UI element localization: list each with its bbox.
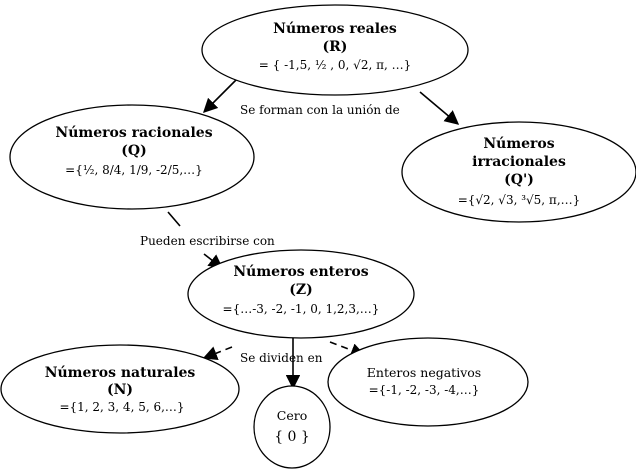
naturales-title: Números naturales [45,365,196,381]
edge-label-escribirse: Pueden escribirse con [140,234,275,248]
cero-label: Cero [277,408,307,423]
enteros-formula: ={…-3, -2, -1, 0, 1,2,3,…} [223,302,380,316]
irracionales-title-2: irracionales [472,154,566,170]
node-enteros: Números enteros (Z) ={…-3, -2, -1, 0, 1,… [187,249,415,339]
racionales-symbol: (Q) [121,143,146,159]
cero-set: { 0 } [274,429,310,445]
edge-racionales-label [167,211,181,227]
reales-symbol: (R) [323,39,348,55]
node-irracionales: Números irracionales (Q') ={√2, √3, ³√5,… [401,121,636,223]
node-negativos: Enteros negativos ={-1, -2, -3, -4,…} [327,337,529,427]
racionales-title: Números racionales [55,125,212,141]
enteros-symbol: (Z) [289,282,312,298]
irracionales-symbol: (Q') [504,172,534,188]
edge-reales-racionales [202,79,237,114]
edge-enteros-naturales [202,346,233,360]
edge-label-union: Se forman con la unión de [240,103,400,117]
node-reales: Números reales (R) = { -1,5, ½ , 0, √2, … [201,4,469,96]
edge-reales-irracionales [419,91,460,125]
reales-title: Números reales [273,21,397,37]
naturales-symbol: (N) [107,382,133,398]
naturales-formula: ={1, 2, 3, 4, 5, 6,…} [59,400,184,414]
enteros-title: Números enteros [233,264,368,280]
reales-formula: = { -1,5, ½ , 0, √2, π, …} [259,58,411,72]
edges [167,79,460,390]
irracionales-title-1: Números [483,136,554,152]
node-racionales: Números racionales (Q) ={½, 8/4, 1/9, -2… [9,104,255,210]
node-cero: Cero { 0 } [253,385,331,469]
irracionales-formula: ={√2, √3, ³√5, π,…} [458,193,581,207]
negativos-formula: ={-1, -2, -3, -4,…} [369,383,480,397]
negativos-label: Enteros negativos [367,365,481,380]
racionales-formula: ={½, 8/4, 1/9, -2/5,…} [65,163,203,177]
edge-label-dividen: Se dividen en [240,351,323,365]
node-naturales: Números naturales (N) ={1, 2, 3, 4, 5, 6… [0,344,240,434]
